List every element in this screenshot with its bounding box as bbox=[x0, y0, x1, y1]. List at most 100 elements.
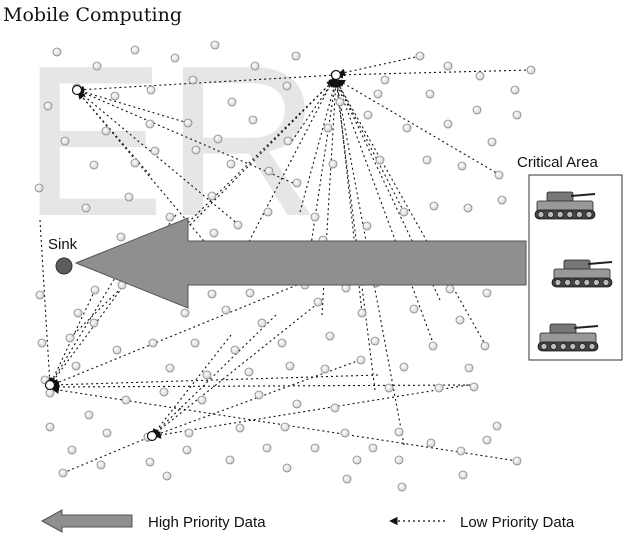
sensor-node bbox=[310, 212, 320, 222]
sensor-node bbox=[497, 195, 507, 205]
low-priority-link bbox=[335, 69, 532, 79]
sensor-node bbox=[65, 333, 75, 343]
sensor-node bbox=[313, 297, 323, 307]
sensor-node bbox=[101, 126, 111, 136]
low-priority-link bbox=[62, 435, 153, 474]
low-priority-link bbox=[151, 299, 323, 437]
sink-label: Sink bbox=[48, 236, 78, 253]
sensor-node bbox=[285, 361, 295, 371]
sensor-node bbox=[340, 428, 350, 438]
sensor-node bbox=[226, 159, 236, 169]
sensor-node bbox=[180, 308, 190, 318]
sensor-node bbox=[112, 345, 122, 355]
sensor-node bbox=[394, 427, 404, 437]
low-priority-link bbox=[335, 79, 487, 347]
aggregation-node bbox=[146, 430, 158, 442]
low-priority-link bbox=[337, 79, 501, 176]
sensor-node bbox=[67, 445, 77, 455]
sensor-node bbox=[399, 207, 409, 217]
sensor-node bbox=[81, 203, 91, 213]
sensor-node bbox=[71, 361, 81, 371]
sensor-node bbox=[182, 445, 192, 455]
sensor-node bbox=[90, 285, 100, 295]
sensor-node bbox=[45, 388, 55, 398]
sensor-node bbox=[227, 97, 237, 107]
sensor-node bbox=[165, 212, 175, 222]
sensor-node bbox=[191, 145, 201, 155]
sensor-node bbox=[362, 221, 372, 231]
sensor-node bbox=[282, 81, 292, 91]
sensor-node bbox=[458, 470, 468, 480]
low-priority-link bbox=[241, 77, 335, 256]
sensor-node bbox=[526, 65, 536, 75]
sensor-node bbox=[244, 367, 254, 377]
sensor-node bbox=[434, 383, 444, 393]
sensor-node bbox=[34, 183, 44, 193]
sensor-node bbox=[428, 341, 438, 351]
low-priority-link bbox=[51, 383, 471, 391]
sensor-node bbox=[384, 383, 394, 393]
low-priority-link bbox=[334, 79, 433, 341]
sensor-node bbox=[402, 123, 412, 133]
aggregation-node bbox=[330, 69, 342, 81]
sensor-node bbox=[291, 51, 301, 61]
sensor-node bbox=[96, 460, 106, 470]
sensor-node bbox=[58, 468, 68, 478]
sensor-node bbox=[487, 137, 497, 147]
sensor-node bbox=[254, 390, 264, 400]
sensor-node bbox=[370, 336, 380, 346]
sensor-node bbox=[492, 421, 502, 431]
low-priority-link bbox=[76, 74, 337, 94]
sensor-node bbox=[456, 446, 466, 456]
low-priority-link bbox=[76, 89, 240, 226]
sensor-node bbox=[145, 119, 155, 129]
sensor-node bbox=[130, 45, 140, 55]
tank-icon bbox=[534, 191, 596, 220]
low-priority-link bbox=[333, 79, 376, 391]
sensor-node bbox=[45, 422, 55, 432]
sensor-node bbox=[60, 136, 70, 146]
sensor-node bbox=[43, 101, 53, 111]
sensor-node bbox=[170, 53, 180, 63]
low-priority-link bbox=[151, 334, 232, 437]
sensor-node bbox=[121, 395, 131, 405]
sensor-node bbox=[202, 370, 212, 380]
sensor-node bbox=[469, 382, 479, 392]
sensor-node bbox=[162, 471, 172, 481]
aggregation-node bbox=[71, 84, 83, 96]
sensor-node bbox=[207, 191, 217, 201]
sensor-node bbox=[210, 40, 220, 50]
sensor-node bbox=[510, 85, 520, 95]
sensor-node bbox=[84, 410, 94, 420]
low-priority-link bbox=[153, 384, 469, 439]
sensor-node bbox=[399, 362, 409, 372]
sensor-node bbox=[92, 61, 102, 71]
sensor-node bbox=[323, 123, 333, 133]
page-title: Mobile Computing bbox=[3, 4, 182, 26]
sensor-node bbox=[415, 51, 425, 61]
sensor-node bbox=[292, 178, 302, 188]
sensor-node bbox=[264, 166, 274, 176]
sensor-node bbox=[475, 71, 485, 81]
sensor-node bbox=[464, 363, 474, 373]
low-priority-link bbox=[76, 88, 189, 124]
sensor-node bbox=[130, 158, 140, 168]
sensor-node bbox=[248, 115, 258, 125]
sensor-node bbox=[184, 428, 194, 438]
low-priority-link bbox=[337, 55, 421, 77]
sensor-node bbox=[190, 338, 200, 348]
sensor-node bbox=[429, 201, 439, 211]
sensor-node bbox=[213, 134, 223, 144]
sensor-node bbox=[342, 474, 352, 484]
low-priority-link bbox=[51, 374, 379, 389]
legend-high-priority-label: High Priority Data bbox=[148, 514, 266, 531]
sensor-node bbox=[110, 91, 120, 101]
sensor-node bbox=[394, 455, 404, 465]
low-priority-link bbox=[333, 79, 363, 314]
aggregation-node bbox=[44, 379, 56, 391]
sensor-node bbox=[375, 155, 385, 165]
sensor-node bbox=[245, 288, 255, 298]
tank-icon bbox=[551, 259, 613, 288]
sensor-node bbox=[494, 170, 504, 180]
